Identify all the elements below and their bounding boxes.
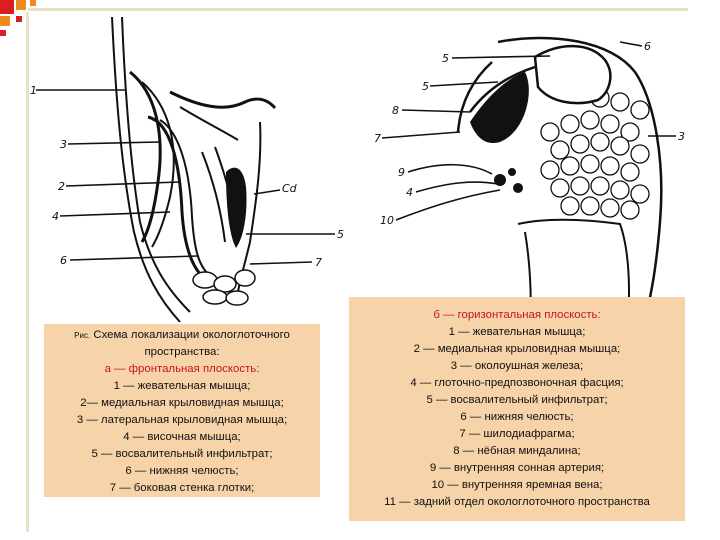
caption-item: 10 — внутренняя яремная вена;	[431, 479, 603, 491]
label-left-6: 6	[60, 254, 67, 267]
label-right-6: 6	[644, 40, 651, 53]
label-right-8: 8	[392, 104, 399, 117]
caption-horizontal: б — горизонтальная плоскость: 1 — жевате…	[349, 297, 685, 521]
caption-item: 11 — задний отдел окологлоточного простр…	[384, 496, 650, 508]
label-left-2: 2	[58, 180, 65, 193]
label-right-3: 3	[678, 130, 685, 143]
label-left-cd: Cd	[282, 182, 298, 195]
caption-frontal: Рис. Схема локализации окологлоточного п…	[44, 324, 320, 497]
caption-item: 2— медиальная крыловидная мышца;	[80, 397, 284, 409]
infiltrate-right	[470, 72, 529, 144]
label-left-1: 1	[30, 84, 37, 97]
caption-title-line-2: пространства:	[144, 346, 220, 358]
caption-item: 8 — нёбная миндалина;	[453, 445, 581, 457]
label-left-7: 7	[315, 256, 322, 269]
caption-subtitle-horizontal: б — горизонтальная плоскость:	[433, 309, 601, 321]
caption-item: 7 — боковая стенка глотки;	[109, 482, 255, 494]
leader-lines-right	[381, 41, 676, 221]
caption-item: 5 — восвалительный инфильтрат;	[426, 394, 608, 406]
label-right-7: 7	[374, 132, 381, 145]
label-right-4: 4	[406, 186, 413, 199]
caption-item: 6 — нижняя челюсть;	[125, 465, 239, 477]
caption-item: 1 — жевательная мышца;	[113, 380, 251, 392]
vessels-right	[494, 168, 523, 193]
frame-line-top	[28, 8, 688, 11]
caption-item: 2 — медиальная крыловидная мышца;	[413, 343, 621, 355]
caption-item: 4 — глоточно-предпозвоночная фасция;	[410, 377, 624, 389]
parotid-gland	[540, 88, 650, 220]
caption-item: 6 — нижняя челюсть;	[460, 411, 574, 423]
label-right-5a: 5	[442, 52, 449, 65]
anatomy-figure: 1 3 2 4 6 5 7 Cd 5 5 6 8 7 3 9 4 10	[30, 16, 685, 330]
label-right-5b: 5	[422, 80, 429, 93]
label-left-3: 3	[60, 138, 67, 151]
caption-item: 9 — внутренняя сонная артерия;	[429, 462, 605, 474]
leader-lines-left	[36, 89, 335, 265]
label-left-4: 4	[52, 210, 59, 223]
infiltrate-left	[226, 167, 247, 248]
caption-item: 4 — височная мышца;	[123, 431, 241, 443]
label-left-5: 5	[337, 228, 344, 241]
label-right-9: 9	[398, 166, 405, 179]
caption-item: 3 — околоушная железа;	[450, 360, 584, 372]
caption-title: Рис. Схема локализации окологлоточного	[44, 327, 320, 344]
figure-labels: 1 3 2 4 6 5 7 Cd 5 5 6 8 7 3 9 4 10	[30, 40, 685, 269]
caption-item: 1 — жевательная мышца;	[448, 326, 586, 338]
caption-subtitle-frontal: а — фронтальная плоскость:	[104, 363, 260, 375]
label-right-10: 10	[380, 214, 394, 227]
caption-title-line-1: Схема локализации окологлоточного	[90, 329, 290, 341]
caption-prefix: Рис.	[74, 331, 91, 340]
tonsil-left	[192, 269, 256, 306]
caption-item: 5 — восвалительный инфильтрат;	[91, 448, 273, 460]
caption-item: 3 — латеральная крыловидная мышца;	[76, 414, 288, 426]
masseter-right	[533, 44, 612, 105]
frame-line-left	[26, 12, 29, 532]
caption-item: 7 — шилодиафрагма;	[459, 428, 575, 440]
